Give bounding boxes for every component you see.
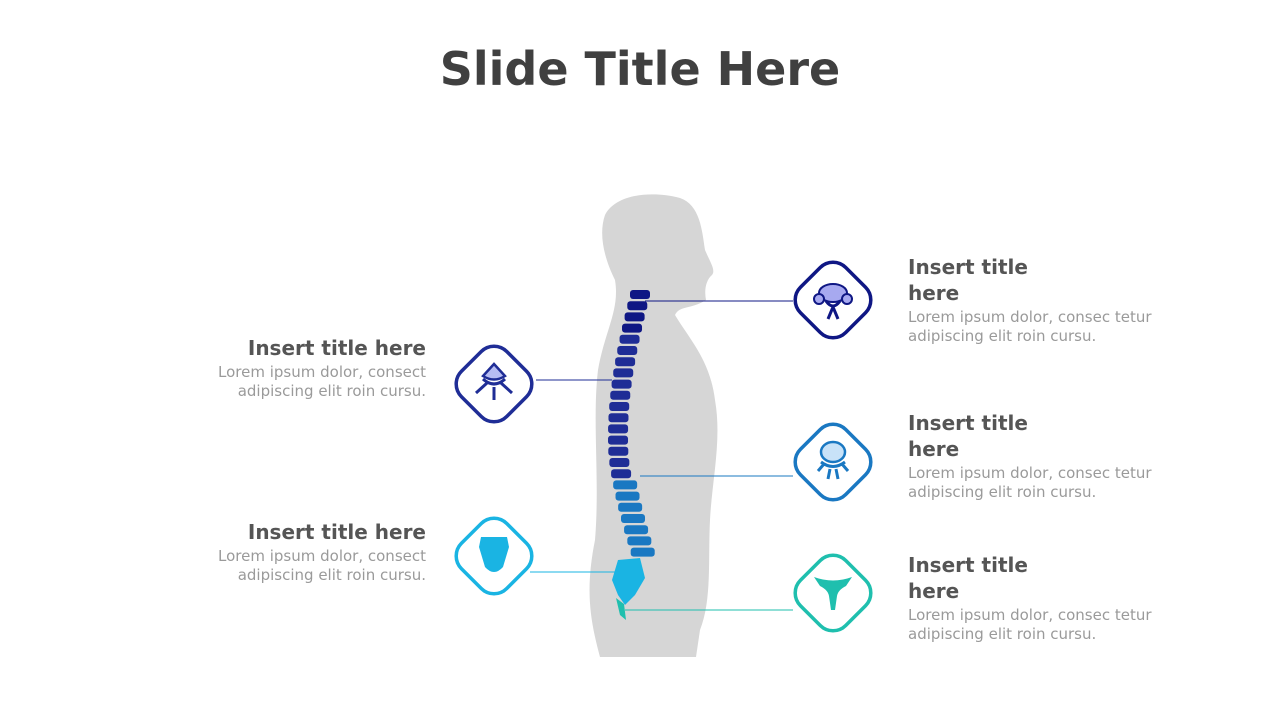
text-block-cervical: Insert title here Lorem ipsum dolor, con… — [908, 254, 1158, 346]
thoracic-vertebra-icon — [453, 343, 535, 425]
slide-title: Slide Title Here — [439, 42, 841, 96]
vertebra — [611, 469, 632, 479]
vertebra — [622, 323, 643, 333]
vertebra — [630, 547, 655, 557]
spine — [608, 290, 655, 620]
item-desc: Lorem ipsum dolor, consect adipiscing el… — [218, 363, 426, 400]
vertebra — [608, 413, 629, 423]
vertebra — [610, 390, 631, 400]
coccyx — [616, 598, 626, 620]
vertebra — [608, 446, 629, 456]
coccyx-icon — [792, 552, 874, 634]
body-silhouette — [589, 194, 718, 657]
vertebra — [613, 368, 634, 378]
cervical-vertebra-icon — [792, 259, 874, 341]
vertebra — [613, 480, 638, 490]
item-title: Insert title here — [908, 255, 1028, 305]
sacrum-icon — [453, 515, 535, 597]
vertebra — [609, 402, 630, 411]
vertebra — [608, 424, 629, 434]
vertebra — [621, 514, 646, 523]
vertebra — [630, 290, 650, 299]
vertebra — [618, 502, 643, 512]
item-desc: Lorem ipsum dolor, consec tetur adipisci… — [908, 464, 1152, 501]
vertebra — [619, 334, 640, 344]
vertebra — [617, 346, 638, 355]
vertebra — [611, 379, 632, 389]
vertebra — [615, 491, 640, 501]
item-desc: Lorem ipsum dolor, consec tetur adipisci… — [908, 308, 1152, 345]
lumbar-vertebra-icon — [792, 421, 874, 503]
sacrum — [612, 558, 645, 605]
item-title: Insert title here — [908, 411, 1028, 461]
vertebra — [608, 435, 629, 445]
vertebra — [627, 536, 652, 546]
text-block-thoracic: Insert title here Lorem ipsum dolor, con… — [166, 335, 426, 401]
text-block-lumbar: Insert title here Lorem ipsum dolor, con… — [908, 410, 1158, 502]
vertebra — [609, 458, 630, 467]
item-desc: Lorem ipsum dolor, consec tetur adipisci… — [908, 606, 1152, 643]
item-title: Insert title here — [247, 520, 426, 544]
vertebra — [627, 301, 648, 311]
text-block-coccyx: Insert title here Lorem ipsum dolor, con… — [908, 552, 1158, 644]
vertebra — [624, 312, 645, 322]
vertebra — [624, 525, 649, 535]
item-desc: Lorem ipsum dolor, consect adipiscing el… — [218, 547, 426, 584]
vertebra — [615, 357, 636, 367]
item-title: Insert title here — [908, 553, 1028, 603]
text-block-sacrum: Insert title here Lorem ipsum dolor, con… — [166, 519, 426, 585]
item-title: Insert title here — [247, 336, 426, 360]
